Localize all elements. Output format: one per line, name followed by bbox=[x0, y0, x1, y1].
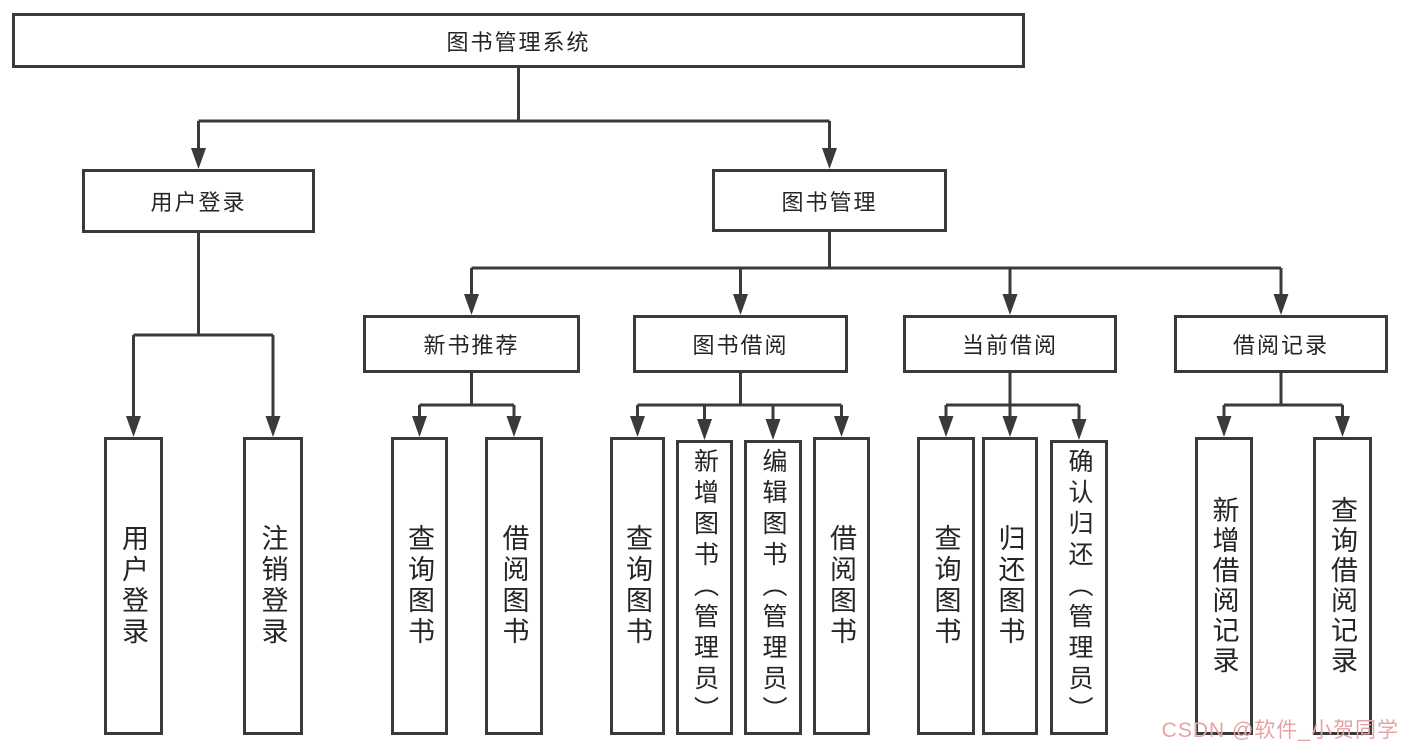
leaf-label: 确认归还（管理员） bbox=[1065, 448, 1093, 727]
leaf-add-borrow-record: 新增借阅记录 bbox=[1195, 437, 1253, 735]
leaf-label: 用户登录 bbox=[118, 524, 148, 648]
csdn-watermark: CSDN @软件_小贺同学 bbox=[1161, 719, 1399, 742]
leaf-borrow-books-1: 借阅图书 bbox=[485, 437, 543, 735]
leaf-label: 借阅图书 bbox=[826, 524, 856, 648]
node-label: 借阅记录 bbox=[1232, 333, 1329, 358]
leaf-logout: 注销登录 bbox=[243, 437, 303, 735]
leaf-query-borrow-record: 查询借阅记录 bbox=[1313, 437, 1372, 735]
leaf-user-login: 用户登录 bbox=[104, 437, 163, 735]
node-label: 新书推荐 bbox=[423, 333, 520, 358]
leaf-label: 查询图书 bbox=[622, 524, 652, 648]
leaf-add-books-admin: 新增图书（管理员） bbox=[676, 440, 733, 735]
leaf-query-books-2: 查询图书 bbox=[610, 437, 665, 735]
leaf-return-books: 归还图书 bbox=[982, 437, 1038, 735]
leaf-label: 注销登录 bbox=[257, 524, 288, 648]
leaf-label: 编辑图书（管理员） bbox=[759, 448, 787, 727]
node-label: 图书管理 bbox=[781, 189, 878, 215]
node-book-management: 图书管理 bbox=[712, 169, 947, 232]
leaf-label: 归还图书 bbox=[994, 524, 1025, 648]
node-label: 用户登录 bbox=[150, 190, 247, 215]
leaf-label: 查询图书 bbox=[930, 524, 961, 648]
node-user-login: 用户登录 bbox=[82, 169, 315, 233]
node-label: 图书借阅 bbox=[692, 333, 789, 358]
leaf-label: 查询借阅记录 bbox=[1327, 496, 1357, 676]
leaf-query-books-1: 查询图书 bbox=[391, 437, 448, 735]
leaf-label: 新增借阅记录 bbox=[1208, 496, 1239, 676]
arrowheads bbox=[126, 148, 1350, 440]
node-label: 当前借阅 bbox=[961, 333, 1058, 358]
leaf-edit-books-admin: 编辑图书（管理员） bbox=[744, 440, 802, 735]
node-current-borrowing: 当前借阅 bbox=[903, 315, 1117, 373]
leaf-label: 新增图书（管理员） bbox=[690, 448, 719, 727]
node-new-book-recommendation: 新书推荐 bbox=[363, 315, 580, 373]
leaf-label: 查询图书 bbox=[404, 524, 434, 648]
node-label: 图书管理系统 bbox=[446, 29, 591, 55]
node-borrowing-records: 借阅记录 bbox=[1174, 315, 1388, 373]
leaf-borrow-books-2: 借阅图书 bbox=[813, 437, 870, 735]
leaf-query-books-3: 查询图书 bbox=[917, 437, 975, 735]
node-library-management-system: 图书管理系统 bbox=[12, 13, 1025, 68]
leaf-confirm-return-admin: 确认归还（管理员） bbox=[1050, 440, 1108, 735]
node-book-borrowing: 图书借阅 bbox=[633, 315, 848, 373]
leaf-label: 借阅图书 bbox=[498, 524, 529, 648]
